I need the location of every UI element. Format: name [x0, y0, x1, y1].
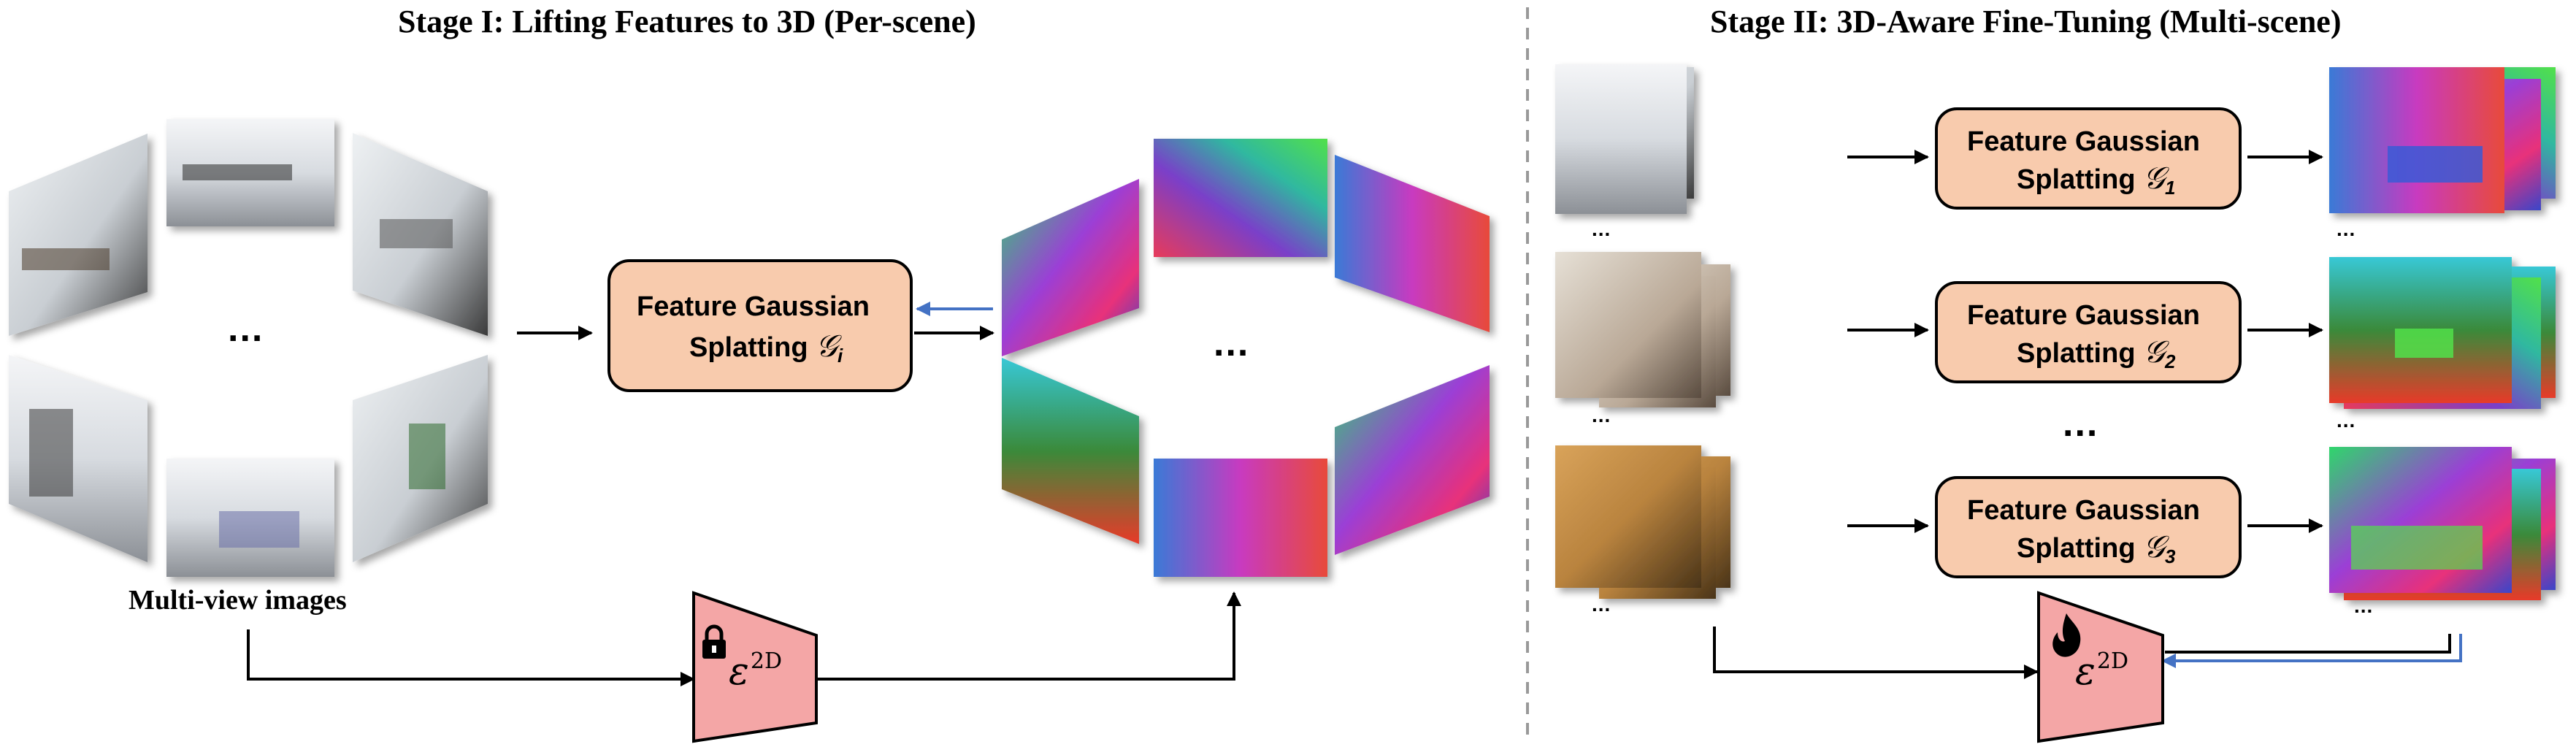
- input-stack-1: [1555, 64, 1694, 214]
- fgs-title: Feature Gaussian: [1967, 126, 2200, 157]
- fgs-subtitle: Splatting 𝒢2: [2017, 334, 2176, 372]
- feature-map-2: [1154, 139, 1327, 257]
- output-stack-2: [2329, 257, 2556, 409]
- feature-map-6: [1335, 365, 1490, 555]
- encoder-label-stage1: ε2D: [729, 648, 783, 694]
- feedback-arrow-stage2: [2161, 634, 2462, 668]
- lock-icon: [702, 624, 726, 659]
- arrow-features-to-encoder-a: [2165, 634, 2451, 654]
- fgs-box-stage1: Feature Gaussian Splatting 𝒢i: [607, 259, 913, 392]
- stage1-title: Stage I: Lifting Features to 3D (Per-sce…: [398, 4, 976, 39]
- view-image-4: [9, 355, 147, 562]
- encoder-2d-stage1: [692, 591, 818, 743]
- room-details: [22, 164, 453, 548]
- fgs-subtitle: Splatting 𝒢i: [689, 328, 843, 367]
- feature-map-4: [1002, 358, 1139, 544]
- arrow-encoder-to-features: [816, 591, 1241, 681]
- fgs-box-row1: Feature Gaussian Splatting 𝒢1: [1935, 107, 2242, 210]
- arrow-stacks-to-encoder: [1713, 627, 2039, 679]
- view-image-1: [9, 134, 147, 336]
- flame-icon: [2052, 613, 2081, 657]
- out-ellipsis-2: ...: [2337, 409, 2356, 432]
- stack-ellipsis-2: ...: [1592, 404, 1611, 426]
- input-stack-3: [1555, 445, 1730, 599]
- output-ellipsis: ...: [1214, 322, 1250, 364]
- fgs-title: Feature Gaussian: [637, 291, 870, 322]
- input-stack-2: [1555, 252, 1730, 407]
- out-ellipsis-3: ...: [2354, 594, 2374, 617]
- fgs-subtitle: Splatting 𝒢3: [2017, 529, 2176, 567]
- multi-view-caption: Multi-view images: [129, 585, 347, 616]
- feature-map-3: [1335, 155, 1490, 332]
- out-ellipsis-1: ...: [2337, 218, 2356, 240]
- stack-ellipsis-1: ...: [1592, 218, 1611, 240]
- fgs-title: Feature Gaussian: [1967, 495, 2200, 526]
- middle-ellipsis: ...: [2063, 402, 2099, 445]
- fgs-title: Feature Gaussian: [1967, 300, 2200, 331]
- stack-ellipsis-3: ...: [1592, 593, 1611, 616]
- feature-map-5: [1154, 459, 1327, 577]
- fgs-box-row2: Feature Gaussian Splatting 𝒢2: [1935, 281, 2242, 383]
- input-ellipsis: ...: [228, 307, 264, 350]
- fgs-subtitle: Splatting 𝒢1: [2017, 160, 2176, 199]
- encoder-label-stage2: ε2D: [2075, 648, 2129, 694]
- feature-maps: [1002, 139, 1490, 577]
- fgs-box-row3: Feature Gaussian Splatting 𝒢3: [1935, 476, 2242, 578]
- feature-map-1: [1002, 179, 1139, 356]
- output-stack-1: [2329, 67, 2556, 213]
- output-stack-3: [2329, 447, 2556, 600]
- stage2-title: Stage II: 3D-Aware Fine-Tuning (Multi-sc…: [1710, 4, 2342, 39]
- arrow-images-to-encoder: [247, 629, 695, 686]
